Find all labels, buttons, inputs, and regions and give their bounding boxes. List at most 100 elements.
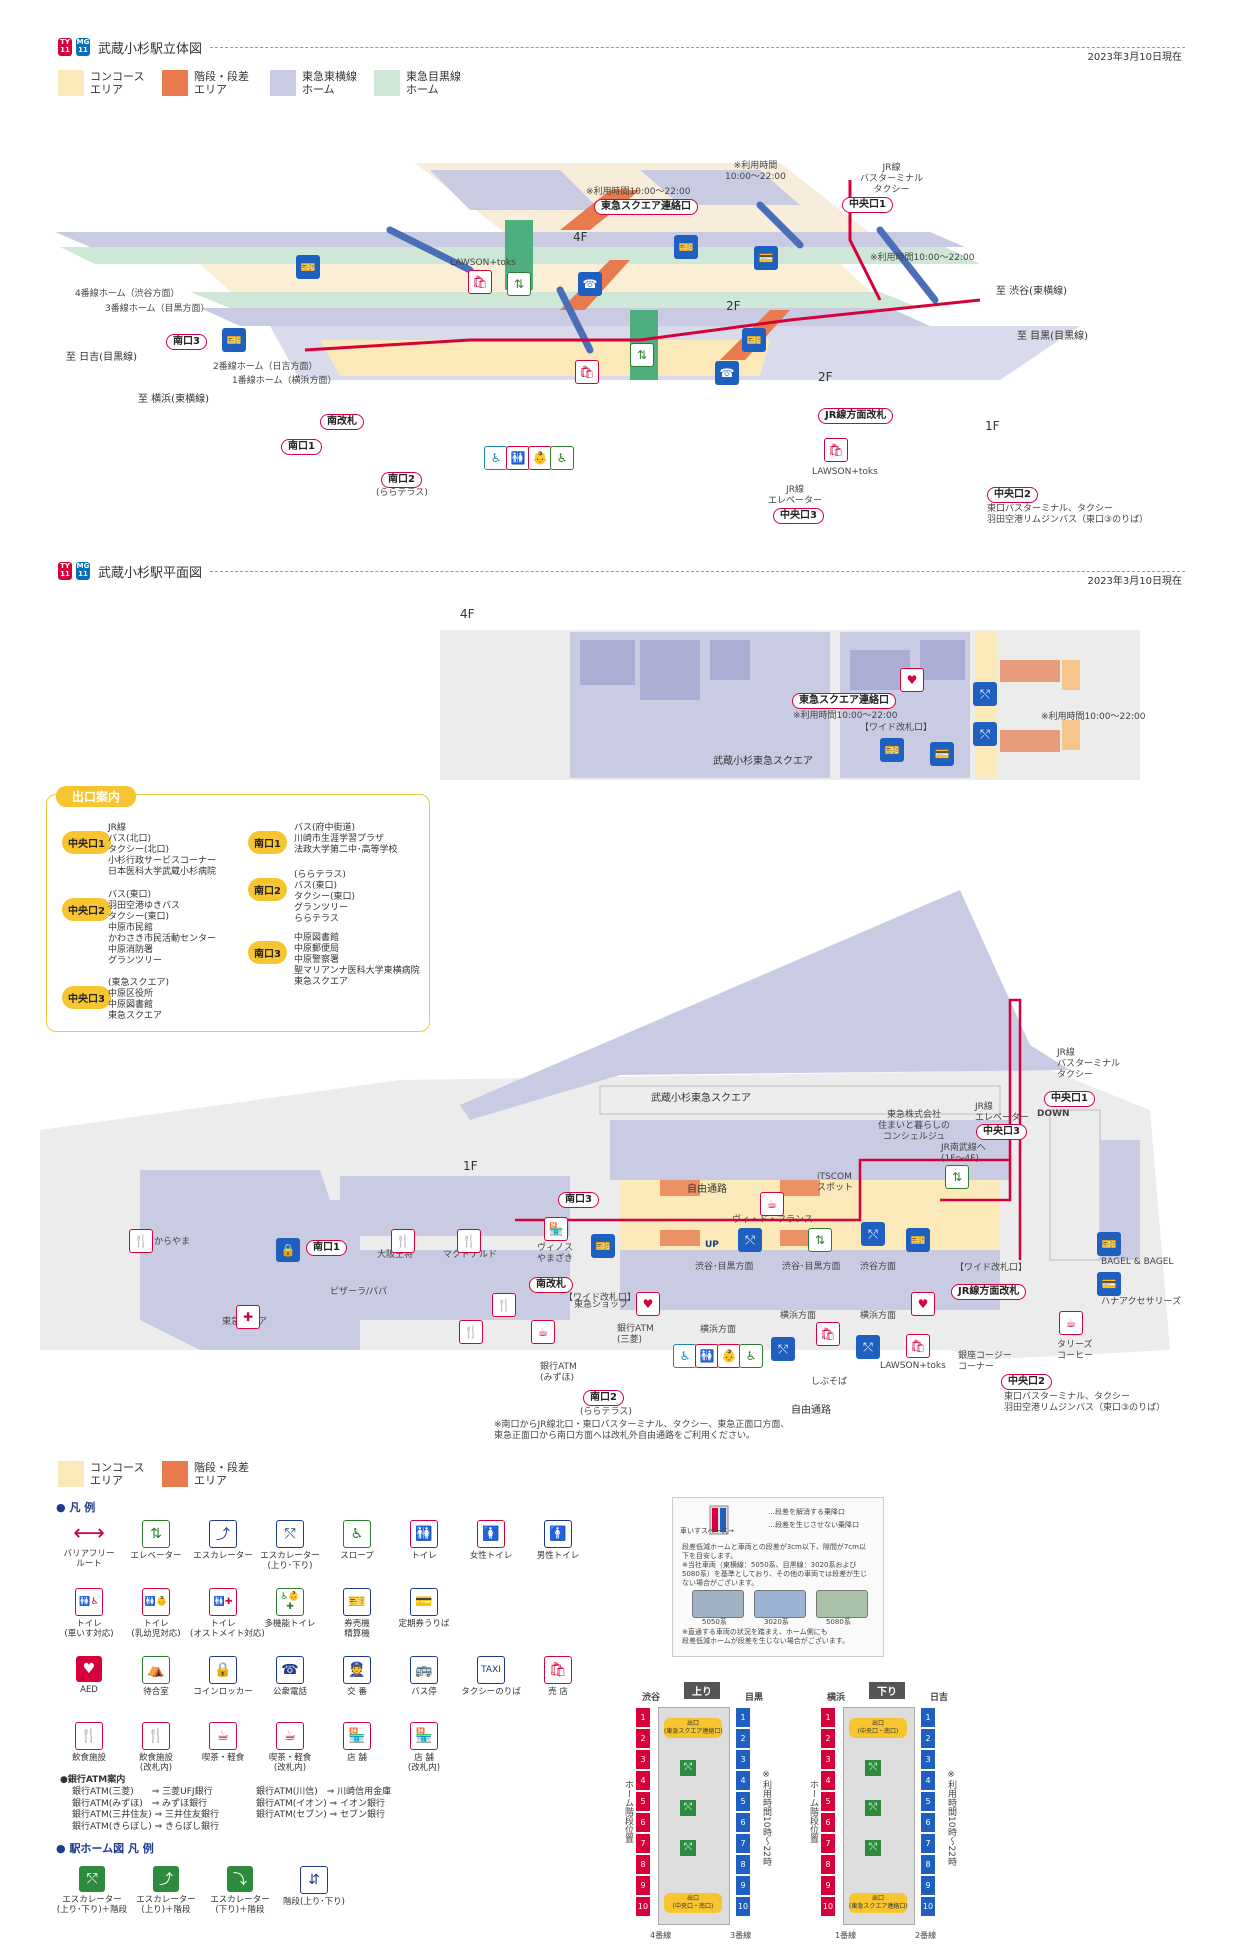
platform-legend-label: エスカレーター (下り)＋階段 [210,1895,270,1915]
legend-icon: ⛺ [142,1656,170,1684]
platform-end-left: 横浜 [827,1693,846,1703]
atm-list-right: 銀行ATM(川信) ⇒ 川崎信用金庫 銀行ATM(イオン) ⇒ イオン銀行 銀行… [256,1787,392,1820]
iso-tag-square-gate[interactable]: 東急スクエア連絡口 [594,199,698,215]
platform-body [843,1707,915,1925]
shop-icon: 🛍 [468,270,492,294]
iso-tag-chuo3[interactable]: 中央口3 [773,508,824,524]
plan-1f-wide-gate: 【ワイド改札口】 [564,1293,637,1303]
car-number-left: 9 [821,1876,835,1895]
plan-1f-minami2[interactable]: 南口2 [583,1390,624,1406]
plan-1f-chuo2[interactable]: 中央口2 [1001,1374,1052,1390]
train-photo [816,1590,868,1618]
elevator-icon: ⇅ [507,272,531,296]
iso-tag-minami3[interactable]: 南口3 [166,334,207,350]
iso-tag-chuo1[interactable]: 中央口1 [842,197,893,213]
legend-icon: 🚌 [410,1656,438,1684]
legend-icon: ♿👶✚ [276,1588,304,1616]
iso-tag-jr-kaisatsu[interactable]: JR線方面改札 [818,408,894,424]
legend-item-label: 店 舗 [347,1753,367,1763]
legend-item: 🏪店 舗 [324,1722,390,1763]
platform-legend-icon: ⤵ [227,1866,253,1892]
car-number-right: 1 [921,1708,935,1727]
iso-tag-chuo2[interactable]: 中央口2 [987,487,1038,503]
iso-floor-1f-label: 1F [985,419,1000,433]
plan-1f-jr-kaisatsu[interactable]: JR線方面改札 [951,1284,1027,1300]
iso-note-hours-1: ※利用時間10:00～22:00 [586,187,691,197]
platform-legend-label: エスカレーター (上り･下り)＋階段 [56,1895,128,1915]
track-left-label: 1番線 [835,1931,857,1940]
car-number-right: 2 [921,1729,935,1748]
legend-icon: ☕ [209,1722,237,1750]
plan-1f-mcdonalds: マクドナルド [443,1250,498,1260]
iso-note-lawson-1f: LAWSON+toks [812,467,878,477]
iso-tag-minami1[interactable]: 南口1 [281,439,322,455]
plan-4f-square-gate[interactable]: 東急スクエア連絡口 [792,693,896,709]
legend-icon: 🛍 [544,1656,572,1684]
platform-side-label: ホーム階段位置 [623,1780,633,1843]
restaurant-icon: 🍴 [129,1229,153,1253]
ticket-machine-icon: 🎫 [296,255,320,279]
tokyu-store-logo-icon: ✚ [236,1305,260,1329]
iso-tag-minami2[interactable]: 南口2 [381,472,422,488]
platform-escalator-icon: ⤲ [865,1840,881,1856]
toilet-icon: 🚻 [506,446,530,470]
iso-dest-hiyoshi: 至 日吉(目黒線) [66,352,137,363]
plan-1f-chuo3[interactable]: 中央口3 [976,1124,1027,1140]
car-number-right: 5 [736,1792,750,1811]
aed-icon: ♥ [911,1292,935,1316]
legend-item-label: 店 舗 (改札内) [407,1753,441,1773]
iso-dest-meguro: 至 目黒(目黒線) [1017,331,1088,342]
platform-end-left: 渋谷 [642,1693,661,1703]
iso-platform-2 [190,292,920,308]
platform-end-right: 目黒 [745,1693,764,1703]
iso-tag-minami-kaisatsu[interactable]: 南改札 [320,414,364,430]
legend-item-label: コインロッカー [193,1687,253,1697]
car-info-box [672,1497,884,1657]
ticket-machine-icon: 🎫 [1097,1232,1121,1256]
plan-1f-minami1[interactable]: 南口1 [306,1240,347,1256]
car-number-left: 4 [821,1771,835,1790]
car-number-left: 1 [821,1708,835,1727]
ticket-machine-icon: 🎫 [906,1228,930,1252]
car-number-left: 5 [636,1792,650,1811]
car-number-right: 6 [921,1813,935,1832]
plan-1f-chuo2-note: 東口バスターミナル、タクシー 羽田空港リムジンバス（東口③のりば） [1004,1392,1166,1413]
platform-legend-title: ● 駅ホーム図 凡 例 [56,1842,154,1855]
platform-legend-item: ⤵ エスカレーター (下り)＋階段 [204,1866,276,1915]
plan-1f-label: 1F [463,1159,478,1173]
iso-rule [210,47,1185,48]
plan-header: TY 11 MG 11 武蔵小杉駅平面図 [58,562,202,581]
plan-1f-minami3[interactable]: 南口3 [558,1192,599,1208]
plan-1f-dir-shibuya-meguro-1: 渋谷･目黒方面 [695,1262,754,1272]
car-number-left: 5 [821,1792,835,1811]
plan-1f-chuo1[interactable]: 中央口1 [1044,1091,1095,1107]
legend-icon: 👮 [343,1656,371,1684]
plan-1f-minami-kaisatsu[interactable]: 南改札 [529,1277,573,1293]
public-phone-icon: ☎ [578,272,602,296]
plan-1f-dir-yokohama-2: 横浜方面 [780,1311,817,1321]
legend-item: ♥AED [56,1656,122,1695]
legend-icon: ⤴ [209,1520,237,1548]
car-number-left: 6 [636,1813,650,1832]
accessible-toilet-icon: ♿ [673,1344,697,1368]
track-right-label: 2番線 [915,1931,937,1940]
legend-icon: 🍴 [75,1722,103,1750]
plan-1f-atm-mizuho: 銀行ATM (みずほ) [540,1362,577,1383]
plan-1f-footnote: ※南口からJR線北口・東口バスターミナル、タクシー、東急正面口方面、 東急正面口… [494,1420,790,1441]
tokyu-toyoko-badge: TY 11 [58,38,72,56]
ticket-machine-icon: 🎫 [674,235,698,259]
pass-office-icon: 💳 [1097,1272,1121,1296]
plan-1f-atm-ufj: 銀行ATM (三菱) [617,1324,654,1345]
car-number-right: 10 [921,1897,935,1916]
platform-legend-item: ⇵階段(上り･下り) [278,1866,350,1907]
platform-legend-icon: ⤲ [79,1866,105,1892]
legend-label: 東急東横線 ホーム [302,70,357,96]
plan-4f-hours-right: ※利用時間10:00～22:00 [1041,712,1146,722]
track-left-label: 4番線 [650,1931,672,1940]
pass-office-icon: 💳 [754,246,778,270]
car-number-right: 1 [736,1708,750,1727]
public-phone-icon: ☎ [715,361,739,385]
escalator-icon: ⤲ [738,1228,762,1252]
plan-rule [210,571,1185,572]
car-number-left: 6 [821,1813,835,1832]
